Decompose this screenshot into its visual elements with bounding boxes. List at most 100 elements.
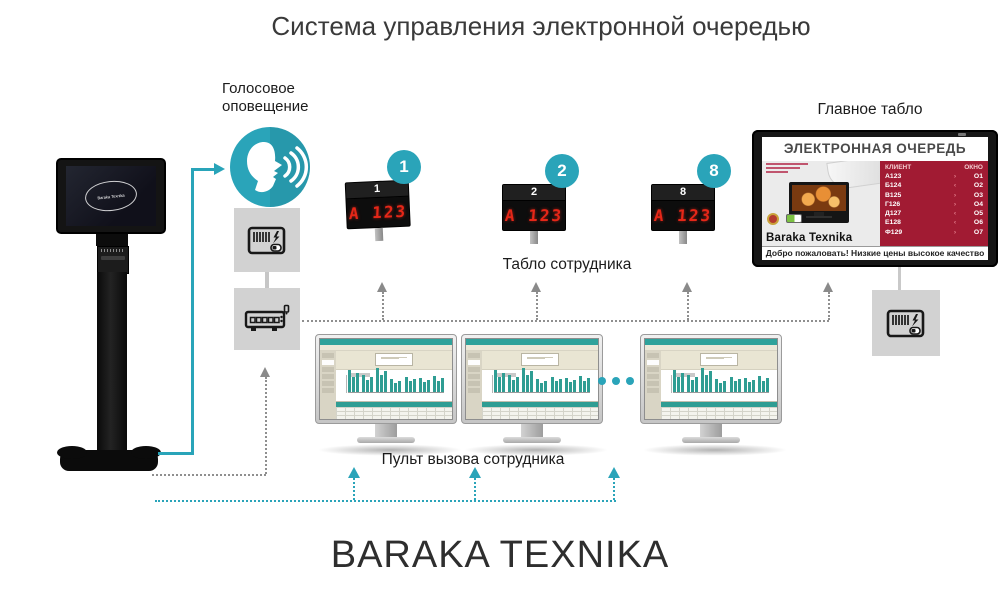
queue-row: Е128‹О6 — [885, 219, 983, 227]
app-table — [661, 401, 777, 419]
queue-table-header: КЛИЕНТ ОКНО — [885, 164, 983, 171]
number-badge: 1 — [387, 150, 421, 184]
app-menubar — [320, 345, 452, 351]
monitor-shadow — [461, 444, 611, 456]
network-switch-icon — [244, 304, 290, 331]
ad-text-lines — [762, 163, 880, 173]
operator-app-screen — [319, 338, 453, 420]
led-stand — [374, 227, 384, 242]
queue-row: Б124‹О2 — [885, 182, 983, 190]
led-window-number: 2 — [503, 185, 565, 201]
monitor-shadow — [640, 444, 790, 456]
app-table — [336, 401, 452, 419]
arrow-stem — [687, 292, 689, 320]
kiosk-printer — [97, 246, 129, 274]
arrow-stem — [382, 292, 384, 320]
arrow-stem — [474, 478, 476, 500]
voice-connector-line — [191, 168, 215, 171]
operator-monitor — [315, 334, 465, 456]
employee-board-label: Табло сотрудника — [502, 256, 632, 273]
led-display-2: 2 A 123 — [502, 184, 566, 244]
call-panel-label: Пульт вызова сотрудника — [381, 451, 565, 468]
brand-text: BARAKA TEXNIKA — [330, 534, 670, 576]
kiosk-pillar — [97, 272, 127, 452]
number-badge: 8 — [697, 154, 731, 188]
ticket-slot — [101, 256, 125, 260]
kiosk-base — [57, 446, 161, 471]
monitor-frame — [640, 334, 782, 424]
kiosk-screen: Baraka Texnika — [56, 158, 166, 234]
monitor-base — [357, 437, 415, 443]
led-stand — [530, 231, 538, 244]
operator-monitor — [461, 334, 611, 456]
arrowhead-up — [531, 282, 541, 292]
number-badge: 2 — [545, 154, 579, 188]
main-display: ЭЛЕКТРОННАЯ ОЧЕРЕДЬ Baraka Texnika КЛИЕН… — [752, 130, 998, 267]
app-toolbar — [336, 351, 452, 370]
arrowhead-up-teal — [348, 467, 360, 478]
kiosk-logo: Baraka Texnika — [83, 178, 139, 214]
monitor-stand — [700, 424, 722, 437]
app-titlebar — [320, 339, 452, 345]
main-display-header: ЭЛЕКТРОННАЯ ОЧЕРЕДЬ — [783, 141, 967, 156]
app-sidebar — [320, 351, 336, 419]
arrowhead-up — [823, 282, 833, 292]
box-connector-line — [265, 272, 269, 288]
power-controller-box — [872, 290, 940, 356]
monitor-base — [503, 437, 561, 443]
led-window-number: 8 — [652, 185, 714, 201]
app-sidebar — [466, 351, 482, 419]
queue-row: Г126›О4 — [885, 200, 983, 208]
arrow-stem — [353, 478, 355, 500]
arrowhead-up — [682, 282, 692, 292]
kiosk-switch-stem — [265, 377, 267, 474]
arrowhead-up-teal — [608, 467, 620, 478]
voice-notification-icon — [230, 127, 310, 207]
arrow-stem — [828, 292, 830, 320]
ad-brand-text: Baraka Texnika — [766, 232, 853, 244]
monitor-shadow — [315, 444, 465, 456]
ticker: Добро пожаловать! Низкие цены высокое ка… — [762, 246, 988, 260]
tv-bezel-logo — [958, 133, 966, 136]
page-title: Система управления электронной очередью — [271, 11, 811, 41]
main-display-ad: Baraka Texnika — [762, 161, 880, 246]
app-chart — [661, 368, 777, 401]
app-table — [482, 401, 598, 419]
operator-app-screen — [644, 338, 778, 420]
arrow-stem — [613, 478, 615, 500]
data-bus-line — [302, 320, 829, 322]
led-stand — [679, 231, 687, 244]
arrowhead-up — [260, 367, 270, 377]
call-panel-bus-line — [155, 500, 616, 502]
power-device-icon — [886, 309, 925, 338]
arrow-stem — [536, 292, 538, 320]
led-ticket-value: A 123 — [653, 206, 713, 225]
app-menubar — [645, 345, 777, 351]
battery-logo — [786, 214, 802, 223]
app-toolbar — [482, 351, 598, 370]
app-titlebar — [466, 339, 598, 345]
seal-logo — [767, 213, 779, 225]
led-display-1: 1 A 123 — [344, 179, 412, 243]
led-display-8: 8 A 123 — [651, 184, 715, 244]
queue-row: Ф129›О7 — [885, 228, 983, 236]
queue-row: А123›О1 — [885, 173, 983, 180]
app-titlebar — [645, 339, 777, 345]
ellipsis-dots — [598, 377, 634, 385]
operator-monitor — [640, 334, 790, 456]
kiosk-switch-line — [152, 474, 266, 476]
kiosk-neck — [96, 234, 128, 246]
monitor-frame — [315, 334, 457, 424]
app-chart — [336, 368, 452, 401]
monitor-stand — [521, 424, 543, 437]
monitor-frame — [461, 334, 603, 424]
arrowhead-up — [377, 282, 387, 292]
led-ticket-value: A 123 — [504, 206, 564, 225]
monitor-stand — [375, 424, 397, 437]
network-switch-box — [234, 288, 300, 350]
main-board-label: Главное табло — [817, 101, 923, 118]
power-device-icon — [247, 226, 286, 255]
app-menubar — [466, 345, 598, 351]
